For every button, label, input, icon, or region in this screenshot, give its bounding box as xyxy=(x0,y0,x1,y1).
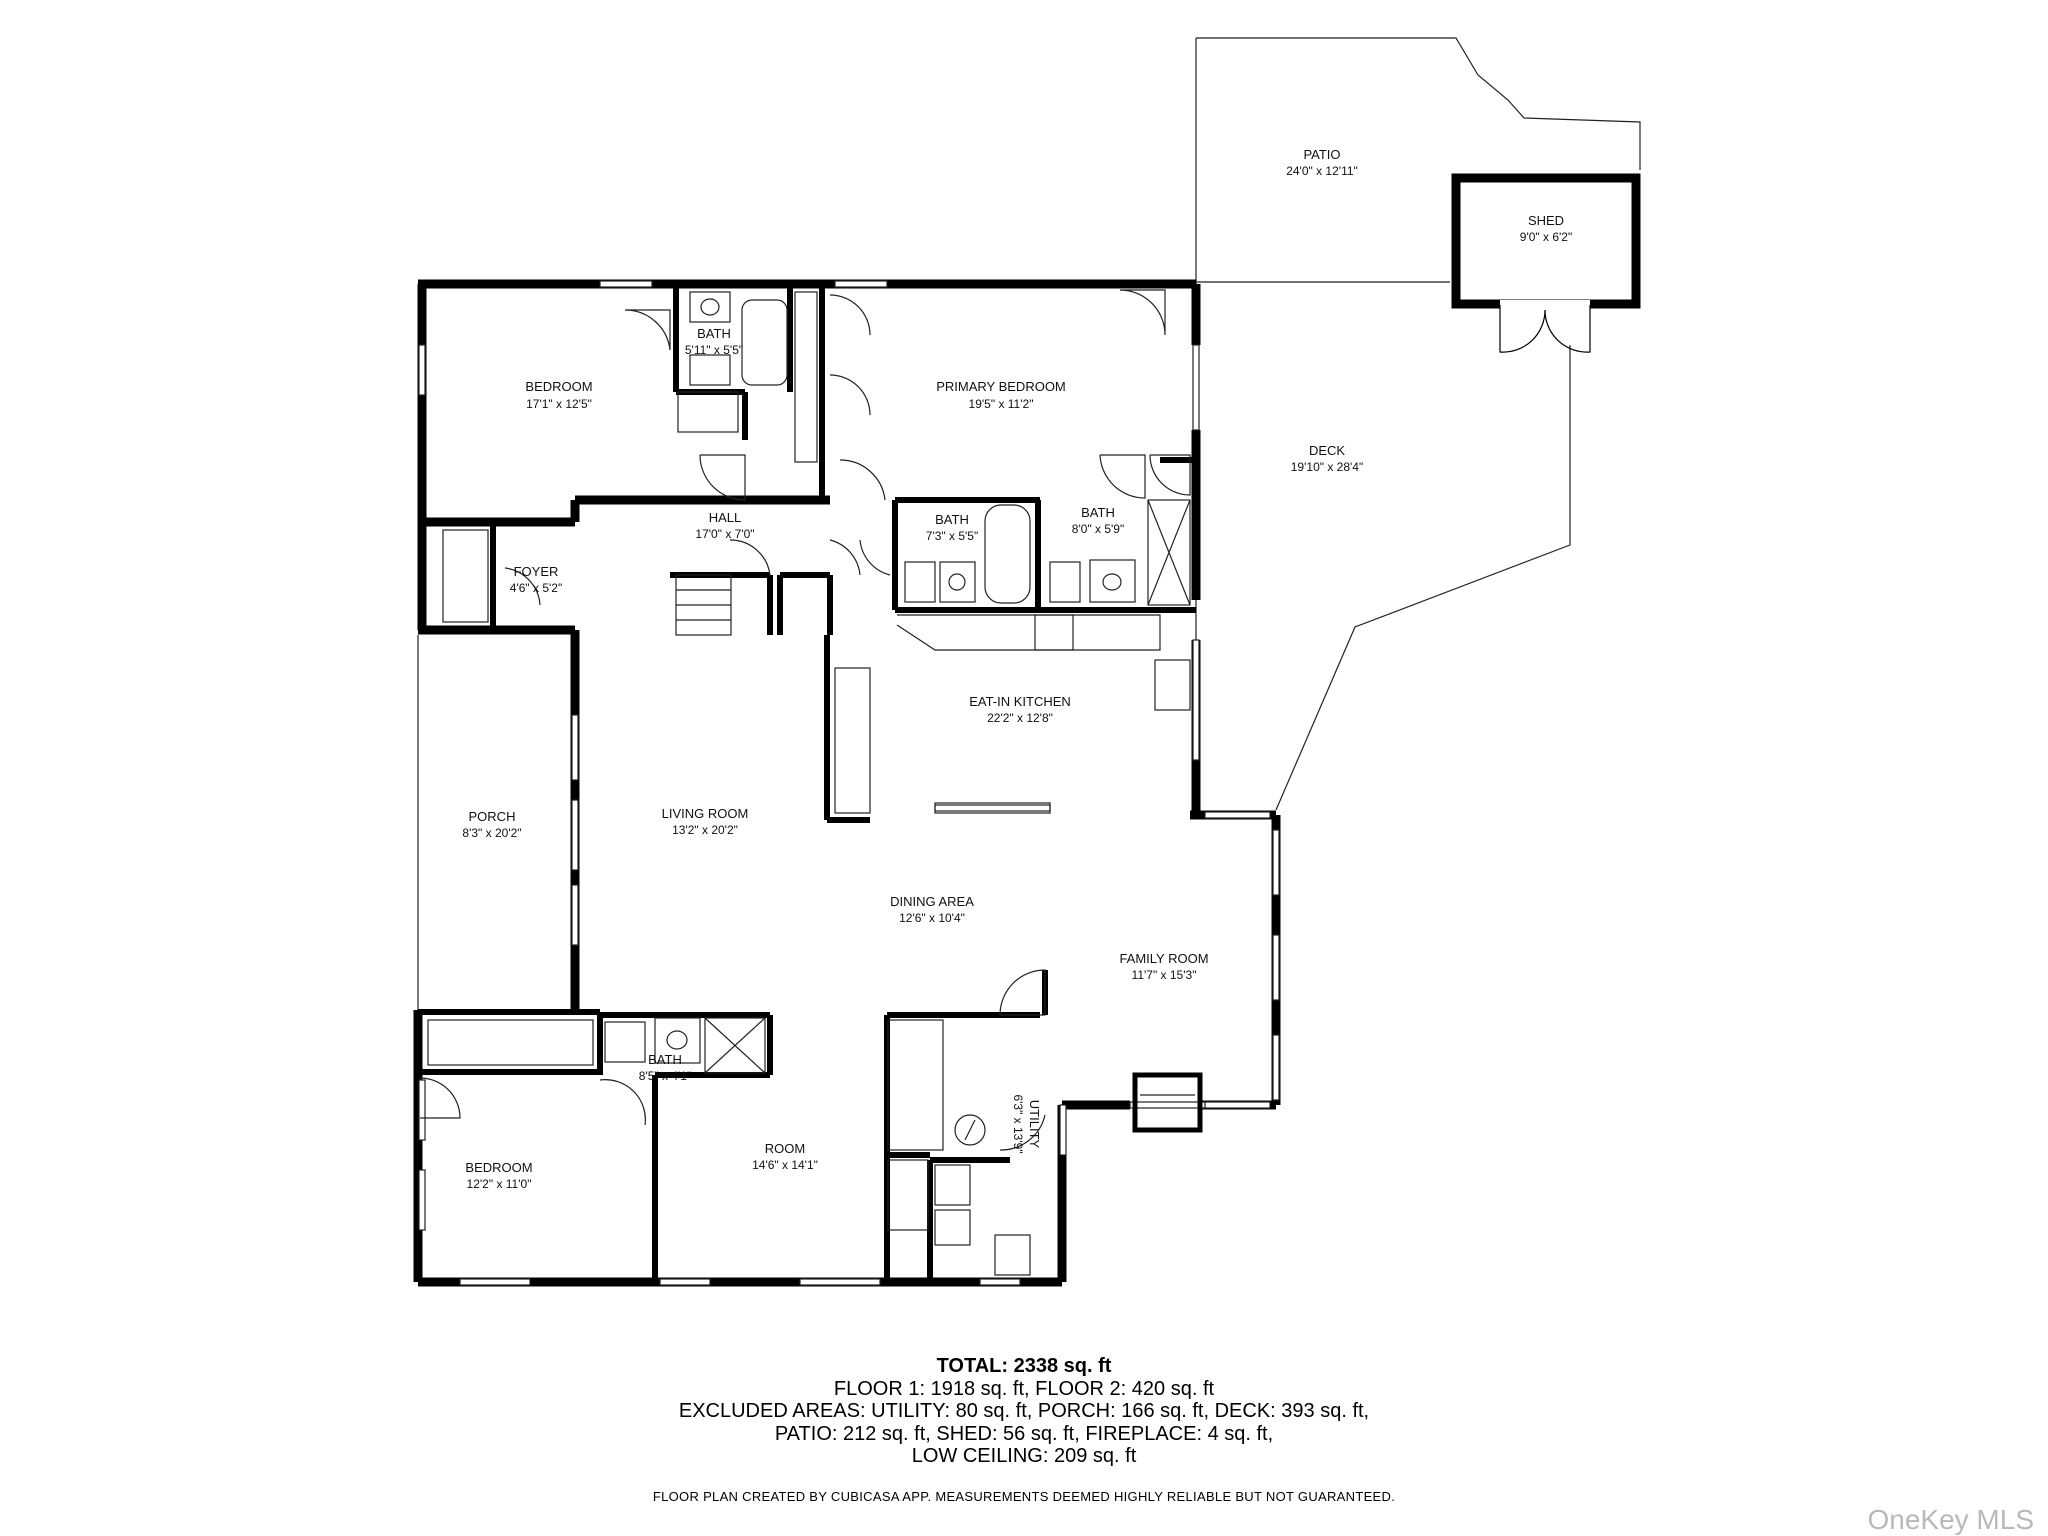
room-name-room: ROOM xyxy=(765,1141,805,1156)
room-dim-kitchen: 22'2" x 12'8" xyxy=(987,711,1053,725)
kitchen-island xyxy=(834,667,871,814)
room-name-dining-area: DINING AREA xyxy=(890,894,974,909)
watermark-logo: OneKey MLS xyxy=(1867,1504,2034,1535)
shed-door-left-icon xyxy=(1499,305,1546,353)
sink-icon xyxy=(939,561,976,603)
room-name-utility: UTILITY xyxy=(1027,1100,1042,1149)
deck-outline xyxy=(1195,282,1571,811)
room-name-bath-1: BATH xyxy=(697,326,731,341)
room-dim-primary-bedroom: 19'5" x 11'2" xyxy=(969,397,1034,411)
shower-icon xyxy=(1147,499,1191,606)
room-dim-hall: 17'0" x 7'0" xyxy=(695,527,754,541)
kitchen-sink-icon xyxy=(1154,659,1191,711)
room-name-porch: PORCH xyxy=(469,809,516,824)
room-name-bedroom-1: BEDROOM xyxy=(525,379,592,394)
room-name-bath-3: BATH xyxy=(1081,505,1115,520)
sink-icon xyxy=(1089,559,1136,603)
door-icon xyxy=(624,309,671,351)
room-dim-bedroom-2: 12'2" x 11'0" xyxy=(467,1177,532,1191)
room-labels: PATIO 24'0" x 12'11" SHED 9'0" x 6'2" BA… xyxy=(462,147,1572,1191)
laundry-sink-icon xyxy=(934,1164,971,1206)
interior-walls xyxy=(418,284,1196,1282)
room-dim-shed: 9'0" x 6'2" xyxy=(1520,230,1572,244)
shed-door-right-icon xyxy=(1544,305,1591,353)
fixtures xyxy=(427,291,1203,1276)
room-name-foyer: FOYER xyxy=(514,564,559,579)
total-area: TOTAL: 2338 sq. ft xyxy=(936,1355,1112,1377)
room-dim-living-room: 13'2" x 20'2" xyxy=(672,823,738,837)
room-name-shed: SHED xyxy=(1528,213,1564,228)
room-dim-utility: 6'3" x 13'9" xyxy=(1011,1094,1025,1153)
fireplace-icon xyxy=(1132,1072,1203,1133)
washer-icon xyxy=(934,1209,971,1246)
room-dim-bath-4: 8'5" x 4'1" xyxy=(639,1069,691,1083)
patio-outline xyxy=(1195,37,1641,283)
area-summary: TOTAL: 2338 sq. ft FLOOR 1: 1918 sq. ft,… xyxy=(0,1355,2048,1468)
room-dim-porch: 8'3" x 20'2" xyxy=(462,826,521,840)
shower-icon xyxy=(704,1017,766,1074)
disclaimer: FLOOR PLAN CREATED BY CUBICASA APP. MEAS… xyxy=(652,1489,1396,1504)
bathtub-icon xyxy=(984,504,1031,604)
room-name-living-room: LIVING ROOM xyxy=(662,806,749,821)
room-name-bath-2: BATH xyxy=(935,512,969,527)
room-name-patio: PATIO xyxy=(1303,147,1340,162)
room-name-primary-bedroom: PRIMARY BEDROOM xyxy=(936,379,1066,394)
room-name-family-room: FAMILY ROOM xyxy=(1119,951,1208,966)
room-dim-foyer: 4'6" x 5'2" xyxy=(510,581,562,595)
windows xyxy=(418,280,1280,1286)
room-dim-room: 14'6" x 14'1" xyxy=(752,1158,818,1172)
floor-areas: FLOOR 1: 1918 sq. ft, FLOOR 2: 420 sq. f… xyxy=(833,1377,1215,1400)
bathtub-icon xyxy=(741,299,788,386)
excluded-areas-line-1: EXCLUDED AREAS: UTILITY: 80 sq. ft, PORC… xyxy=(678,1400,1370,1422)
room-name-deck: DECK xyxy=(1309,443,1345,458)
room-dim-family-room: 11'7" x 15'3" xyxy=(1132,968,1197,982)
shed xyxy=(1451,173,1641,353)
excluded-areas-line-2: PATIO: 212 sq. ft, SHED: 56 sq. ft, FIRE… xyxy=(774,1422,1274,1445)
room-name-hall: HALL xyxy=(709,510,742,525)
dryer-icon xyxy=(994,1234,1031,1276)
room-name-bedroom-2: BEDROOM xyxy=(465,1160,532,1175)
excluded-areas-line-3: LOW CEILING: 209 sq. ft xyxy=(911,1445,1137,1467)
room-name-bath-4: BATH xyxy=(648,1052,682,1067)
room-dim-bath-2: 7'3" x 5'5" xyxy=(926,529,978,543)
room-dim-patio: 24'0" x 12'11" xyxy=(1286,164,1358,178)
room-dim-deck: 19'10" x 28'4" xyxy=(1291,460,1364,474)
room-dim-dining-area: 12'6" x 10'4" xyxy=(899,911,965,925)
water-heater-icon xyxy=(954,1114,986,1146)
stove-icon xyxy=(1034,614,1074,651)
room-dim-bath-3: 8'0" x 5'9" xyxy=(1072,522,1124,536)
toilet-icon xyxy=(1049,561,1081,603)
room-name-kitchen: EAT-IN KITCHEN xyxy=(969,694,1071,709)
toilet-icon xyxy=(689,354,731,386)
toilet-icon xyxy=(604,1021,646,1063)
sink-icon xyxy=(654,1017,701,1064)
doors xyxy=(419,289,1191,1151)
toilet-icon xyxy=(904,561,936,603)
room-dim-bath-1: 5'11" x 5'5" xyxy=(685,343,743,357)
room-dim-bedroom-1: 17'1" x 12'5" xyxy=(526,397,592,411)
sink-icon xyxy=(689,291,731,323)
